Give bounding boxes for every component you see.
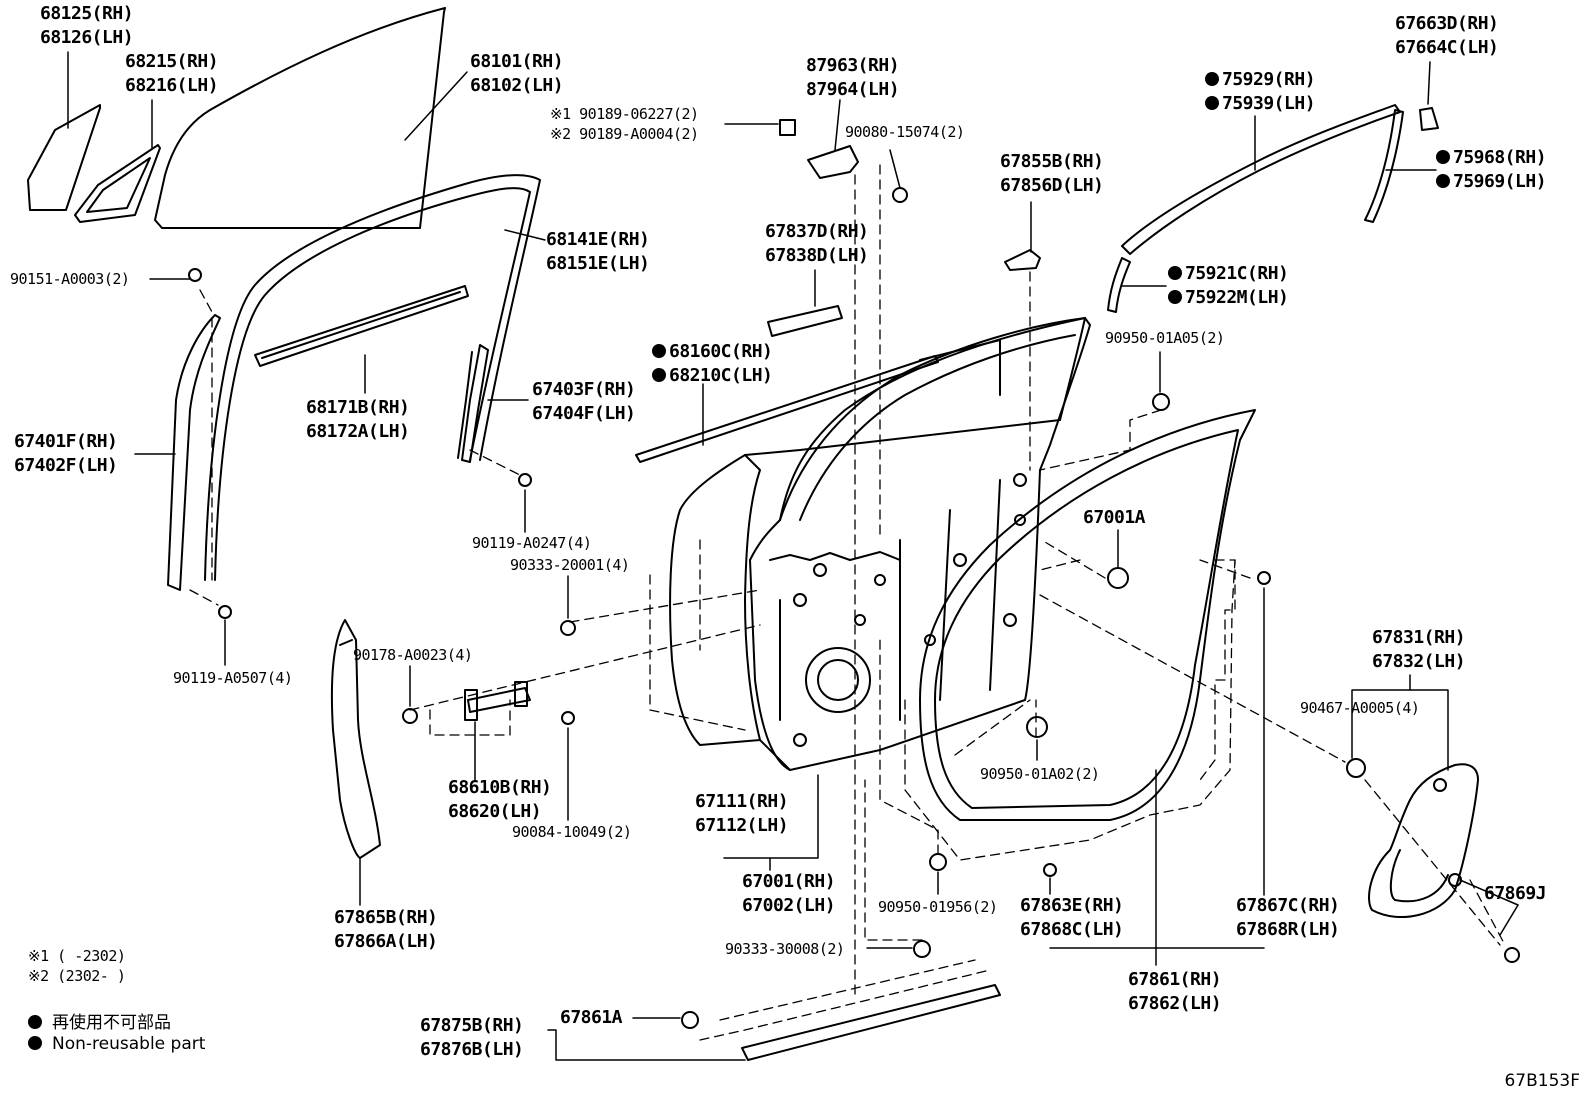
- callout-75968: 75968(RH) 75969(LH): [1436, 146, 1547, 194]
- fasteners: [188, 187, 1520, 1029]
- non-reusable-bullet-icon: [1205, 72, 1219, 86]
- inner-hinge-bracket: [1004, 249, 1041, 271]
- non-reusable-bullet-icon: [1168, 290, 1182, 304]
- callout-68160: 68160C(RH) 68210C(LH): [652, 340, 773, 388]
- callout-67837: 67837D(RH)67838D(LH): [765, 221, 869, 266]
- callout-75921: 75921C(RH) 75922M(LH): [1168, 262, 1289, 310]
- door-weatherstrip: [919, 409, 1256, 821]
- door-window-frame: [779, 317, 1086, 521]
- callout-90950-01956: 90950-01956(2): [878, 898, 998, 916]
- callout-67403: 67403F(RH)67404F(LH): [532, 379, 636, 424]
- callout-90467: 90467-A0005(4): [1300, 699, 1420, 717]
- frame-moulding-front: [1107, 257, 1131, 313]
- callout-90189: ※1 90189-06227(2)※2 90189-A0004(2): [550, 105, 699, 143]
- non-reusable-bullet-icon: [652, 344, 666, 358]
- callout-67401: 67401F(RH)67402F(LH): [14, 431, 118, 476]
- leader-lines: [67, 51, 1519, 1061]
- assembly-dashed-lines: [189, 164, 1506, 1041]
- frame-moulding-rear: [1364, 109, 1404, 223]
- callout-90119-a0247: 90119-A0247(4): [472, 534, 592, 552]
- callout-68141: 68141E(RH)68151E(LH): [546, 229, 650, 274]
- callout-68125: 68125(RH)68126(LH): [40, 3, 134, 48]
- drawing-code: 67B153F: [1504, 1071, 1580, 1091]
- callout-90178: 90178-A0023(4): [353, 646, 473, 664]
- callout-90151: 90151-A0003(2): [10, 270, 130, 288]
- service-hole-cover: [1368, 763, 1479, 918]
- callout-90950-01a02: 90950-01A02(2): [980, 765, 1100, 783]
- non-reusable-bullet-icon: [1205, 96, 1219, 110]
- callout-67861: 67861(RH)67862(LH): [1128, 969, 1222, 1014]
- non-reusable-bullet-icon: [1168, 266, 1182, 280]
- legend-en: Non-reusable part: [28, 1034, 205, 1054]
- door-hinge: [779, 119, 859, 179]
- legend-jp: 再使用不可部品: [28, 1008, 171, 1033]
- callout-90333-30008: 90333-30008(2): [725, 940, 845, 958]
- door-glass: [154, 7, 446, 229]
- callout-67663: 67663D(RH)67664C(LH): [1395, 13, 1499, 58]
- callout-90084: 90084-10049(2): [512, 823, 632, 841]
- callout-90119-a0507: 90119-A0507(4): [173, 669, 293, 687]
- callout-67831: 67831(RH)67832(LH): [1372, 627, 1466, 672]
- door-outer-panel: [669, 419, 1061, 746]
- belt-moulding-outer: [254, 285, 469, 367]
- front-garnish: [330, 619, 381, 859]
- callout-67855: 67855B(RH)67856D(LH): [1000, 151, 1104, 196]
- callout-67865: 67865B(RH)67866A(LH): [334, 907, 438, 952]
- non-reusable-bullet-icon: [1436, 150, 1450, 164]
- moulding-end-cap: [1419, 107, 1439, 131]
- belt-bracket: [767, 305, 843, 337]
- rocker-moulding: [741, 984, 1001, 1061]
- glass-run-channel: [204, 174, 541, 581]
- callout-67863: 67863E(RH)67868C(LH): [1020, 895, 1124, 940]
- callout-68215: 68215(RH)68216(LH): [125, 51, 219, 96]
- non-reusable-bullet-icon: [1436, 174, 1450, 188]
- belt-weatherstrip-inner: [635, 355, 939, 463]
- callout-67111: 67111(RH)67112(LH): [695, 791, 789, 836]
- callout-87963: 87963(RH)87964(LH): [806, 55, 900, 100]
- callout-67867: 67867C(RH)67868R(LH): [1236, 895, 1340, 940]
- callout-67869: 67869J: [1484, 883, 1547, 904]
- callout-90333-20001: 90333-20001(4): [510, 556, 630, 574]
- callout-68610: 68610B(RH)68620(LH): [448, 777, 552, 822]
- quarter-glass: [27, 104, 101, 211]
- quarter-glass-frame: [74, 144, 161, 223]
- non-reusable-bullet-icon: [652, 368, 666, 382]
- callout-67001: 67001(RH)67002(LH): [742, 871, 836, 916]
- division-bar-rear: [457, 344, 489, 463]
- callout-90950-01a05: 90950-01A05(2): [1105, 329, 1225, 347]
- callout-75929: 75929(RH) 75939(LH): [1205, 68, 1316, 116]
- callout-68171: 68171B(RH)68172A(LH): [306, 397, 410, 442]
- non-reusable-bullet-icon: [28, 1015, 42, 1029]
- callout-68101: 68101(RH)68102(LH): [470, 51, 564, 96]
- callout-67861a: 67861A: [560, 1007, 623, 1028]
- frame-moulding-upper: [1121, 104, 1401, 255]
- door-check: [464, 681, 531, 721]
- callout-67001a: 67001A: [1083, 507, 1146, 528]
- callout-90080: 90080-15074(2): [845, 123, 965, 141]
- non-reusable-bullet-icon: [28, 1036, 42, 1050]
- division-bar-front: [167, 314, 221, 591]
- date-notes: ※1 ( -2302) ※2 (2302- ): [28, 947, 126, 985]
- door-inner-panel: [749, 317, 1091, 771]
- callout-67875: 67875B(RH)67876B(LH): [420, 1015, 524, 1060]
